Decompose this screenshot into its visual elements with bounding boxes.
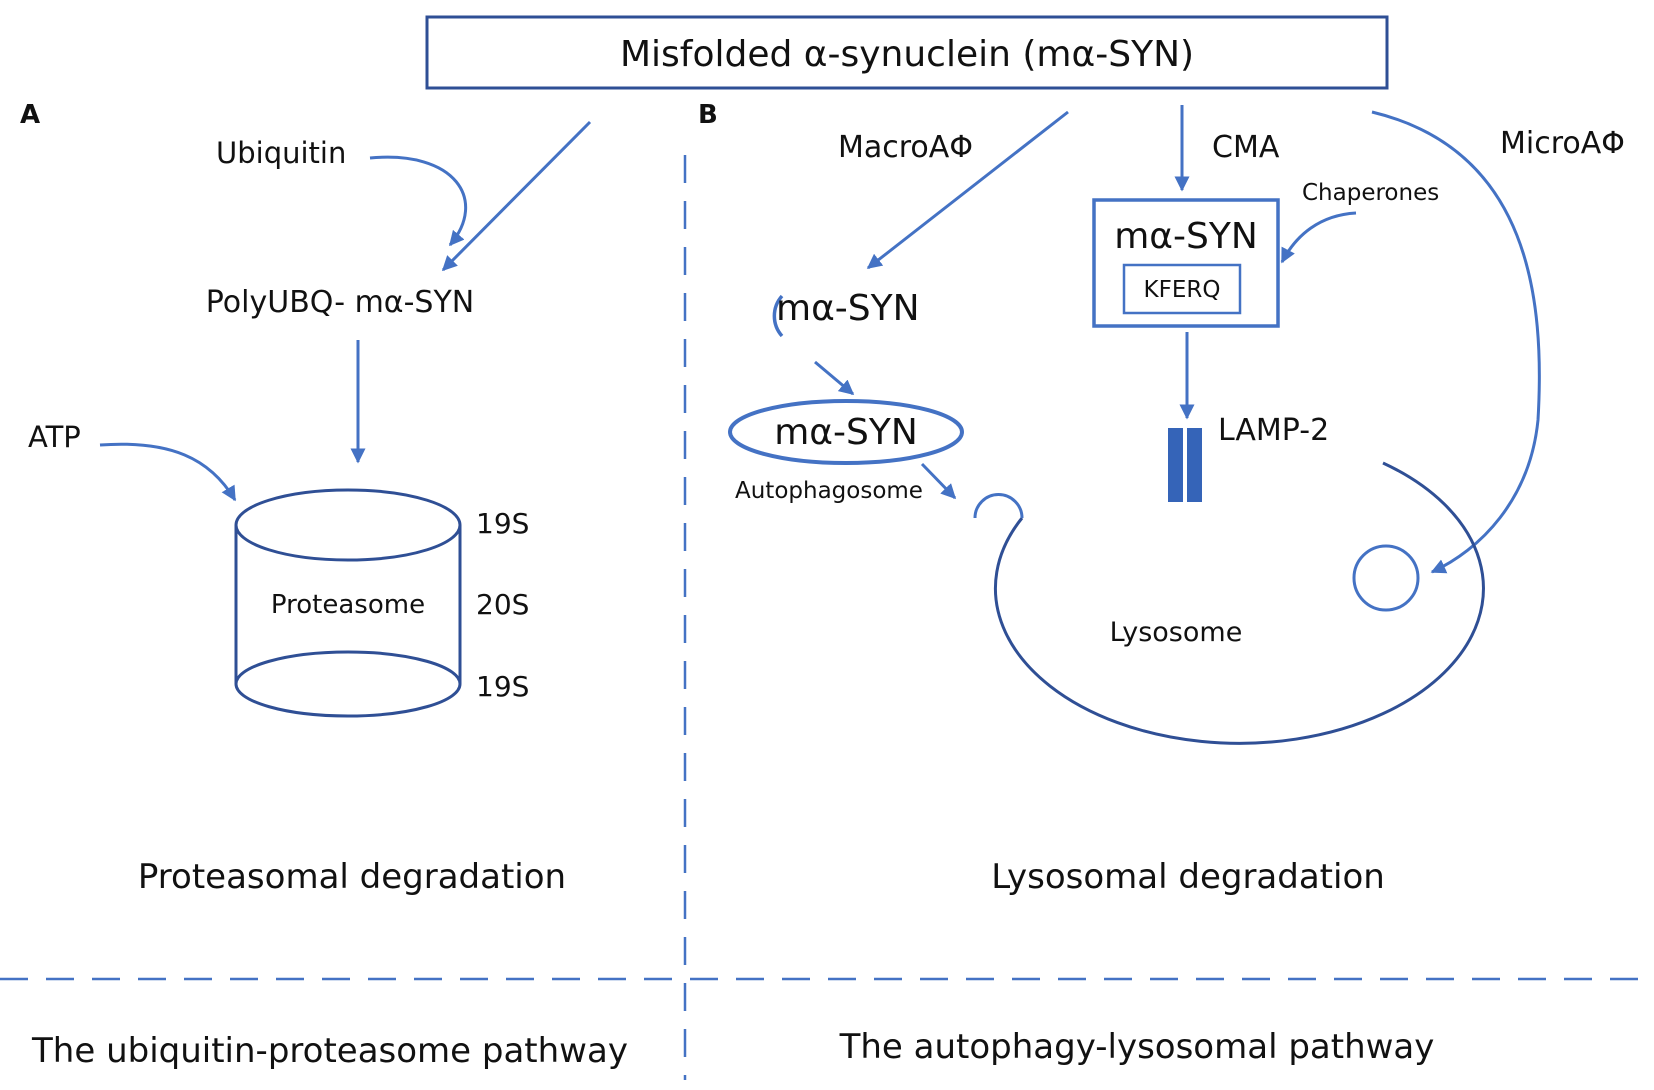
phagophore-to-autophagosome-arrow [814, 360, 855, 396]
proteasome-cylinder [234, 488, 462, 718]
proteasome-bottom-cap [234, 650, 462, 718]
polyubq-label: PolyUBQ- mα-SYN [206, 285, 474, 320]
microautophagy-invagination [1352, 544, 1420, 612]
lysosome-membrane [993, 461, 1485, 745]
micro-label: MicroAΦ [1500, 126, 1625, 161]
atp-arrow [99, 442, 237, 502]
subunit-19s-bottom: 19S [476, 670, 529, 703]
lysosomal-caption: Lysosomal degradation [991, 857, 1385, 897]
autophagosome-ellipse [728, 399, 964, 465]
ubiquitin-label: Ubiquitin [216, 136, 346, 170]
lamp2-label: LAMP-2 [1218, 413, 1329, 448]
chaperones-arrow [1280, 211, 1357, 264]
autophagosome-to-lysosome-arrow [920, 462, 957, 500]
proteasomal-caption: Proteasomal degradation [138, 857, 566, 897]
subunit-20s: 20S [476, 588, 529, 621]
title-text: Misfolded α-synuclein (mα-SYN) [620, 34, 1194, 75]
micro-arrow [1371, 110, 1541, 574]
subunit-19s-top: 19S [476, 507, 529, 540]
macro-arrow [866, 110, 1069, 270]
lysosome-fusion-bud [973, 493, 1024, 519]
lysosome-label: Lysosome [1110, 617, 1243, 648]
chaperones-label: Chaperones [1302, 180, 1439, 206]
ubiquitin-arrow [369, 155, 468, 247]
proteasome-label: Proteasome [271, 590, 425, 620]
panel-a-label: A [20, 100, 40, 130]
proteasome-top-cap [234, 488, 462, 562]
title-box [425, 15, 1389, 90]
autophagosome-label: Autophagosome [735, 478, 923, 504]
autophagy-pathway-caption: The autophagy-lysosomal pathway [839, 1027, 1435, 1067]
title-to-polyubq-arrow [441, 120, 592, 272]
ubiquitin-pathway-caption: The ubiquitin-proteasome pathway [31, 1031, 628, 1071]
lamp2-channel-right [1187, 428, 1202, 502]
autophagosome-syn-label: mα-SYN [774, 412, 918, 453]
phagophore-arc [772, 294, 784, 338]
kferq-box [1122, 263, 1242, 315]
cma-syn-label: mα-SYN [1114, 216, 1258, 257]
kferq-label: KFERQ [1144, 277, 1221, 303]
panel-b-label: B [698, 100, 718, 130]
macro-label: MacroAΦ [838, 130, 973, 165]
lamp2-channel-left [1168, 428, 1183, 502]
cma-label: CMA [1212, 130, 1280, 165]
phagophore-syn-label: mα-SYN [776, 288, 920, 329]
atp-label: ATP [28, 420, 81, 454]
